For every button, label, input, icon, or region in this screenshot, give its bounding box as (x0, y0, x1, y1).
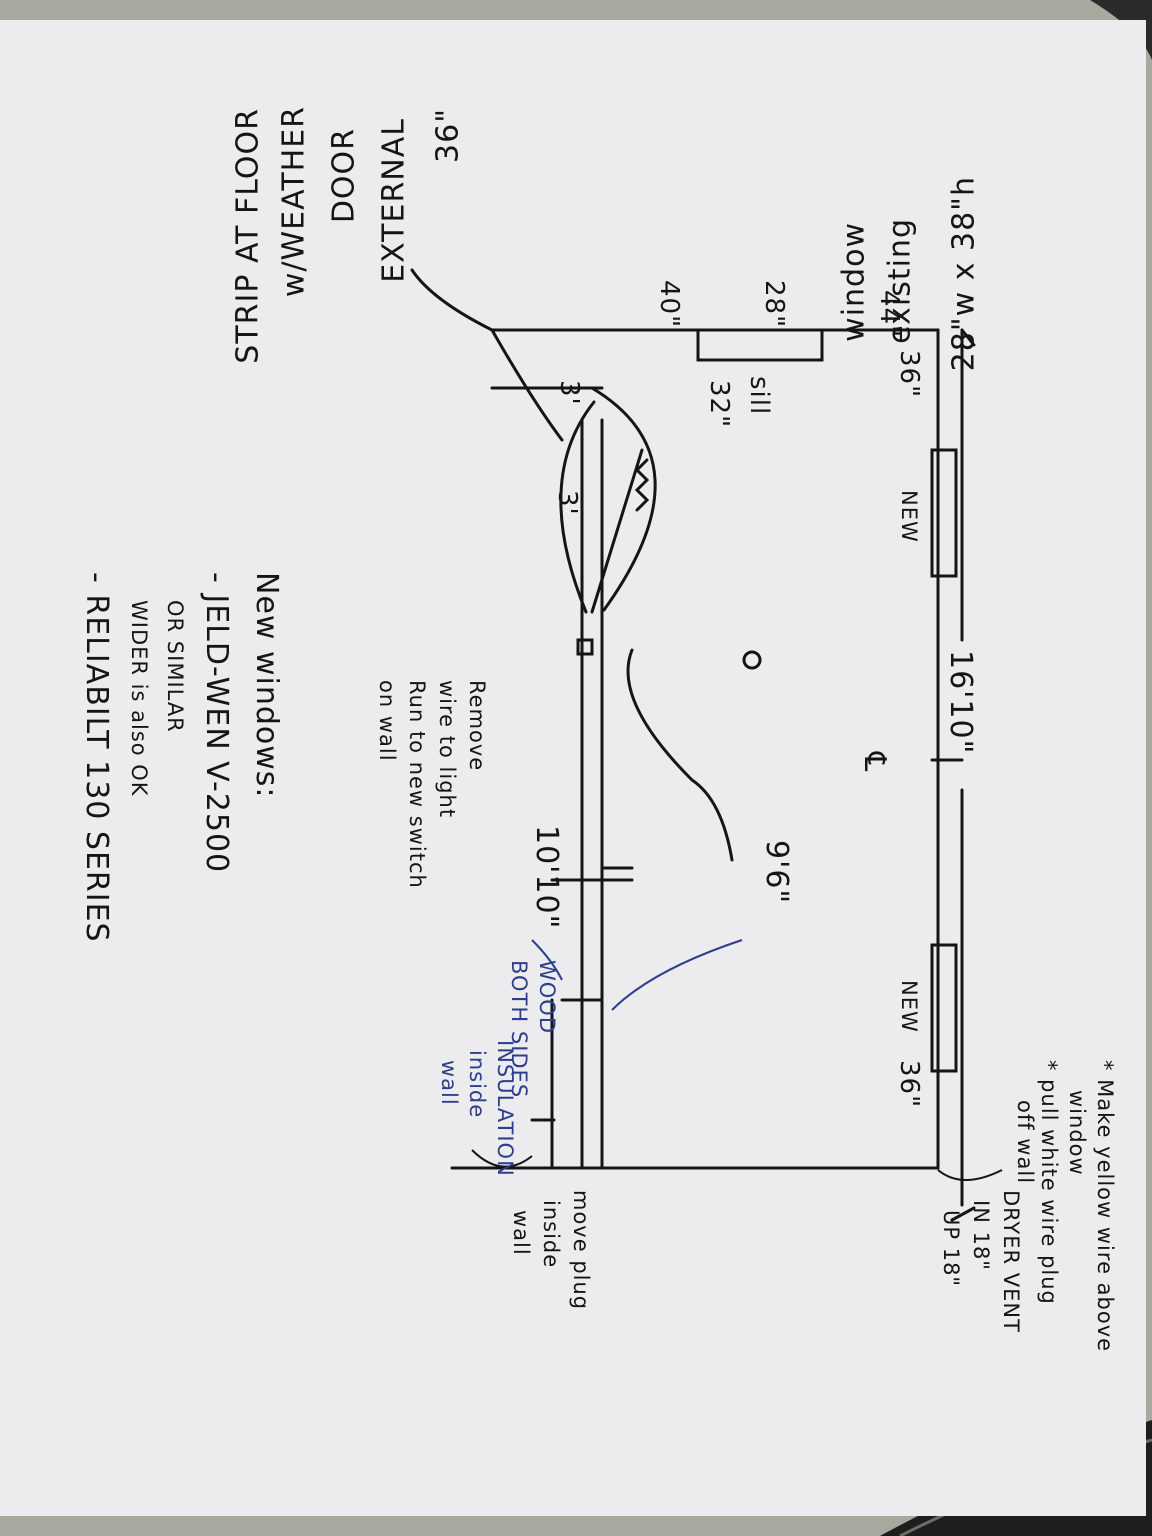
new-windows-item-1: - JELD-WEN V-2500 (199, 572, 234, 874)
wire-note-3: * pull white wire plug (1037, 1060, 1061, 1305)
door-leaf (590, 448, 644, 614)
dim-top-wall: 16'10" (943, 650, 978, 755)
wood-note-1: WOOD (535, 960, 559, 1034)
dryer-vent-2: IN 18" (969, 1200, 993, 1271)
dim-window-width: 28" (759, 280, 789, 329)
existing-window (696, 328, 824, 362)
move-plug-arrow (471, 1149, 533, 1168)
dim-door-offset: 40" (654, 280, 684, 329)
door-leader (410, 268, 564, 442)
dim-sill: sill (744, 376, 774, 416)
insulation-note-1: INSULATION (493, 1040, 517, 1177)
door-label-3: DOOR (326, 128, 362, 224)
weather-strip-hatch (634, 458, 650, 512)
paper-background (0, 20, 1146, 1516)
new-window-right (930, 943, 958, 1073)
new-windows-item-4: - RELIABILT 130 SERIES (79, 572, 114, 943)
door-label-5: STRIP AT FLOOR (230, 108, 266, 364)
remove-note-4: on wall (375, 680, 399, 762)
centerline-symbol: ℄ (857, 752, 892, 773)
top-dim-tick-right (950, 1206, 976, 1222)
door-label-4: w/WEATHER (276, 106, 312, 298)
dim-window-offset: 44" (874, 290, 904, 339)
dim-door-panel-b: 3' (552, 490, 582, 516)
switch-box (576, 638, 594, 656)
door-label-1: 36" (430, 108, 466, 163)
wire-note-4: off wall (1013, 1100, 1037, 1185)
dryer-vent-1: DRYER VENT (999, 1190, 1023, 1333)
remove-note-1: Remove (465, 680, 489, 772)
wire-note-2: window (1065, 1090, 1089, 1176)
remove-note-3: Run to new switch (405, 680, 429, 889)
top-dim-tick-left (960, 328, 976, 347)
dim-door-panel-a: 3' (554, 380, 584, 406)
dryer-vent-3: UP 18" (939, 1210, 963, 1288)
new-windows-item-2: OR SIMILAR (163, 600, 187, 733)
dim-sill-height: 32" (704, 380, 734, 429)
wire-note-1: * Make yellow wire above (1093, 1060, 1117, 1353)
dim-bottom-wall: 10'10" (529, 825, 564, 930)
existing-window-size: 28"w x 38"h (946, 176, 982, 372)
remove-note-2: wire to light (435, 680, 459, 819)
wood-leader (531, 939, 563, 981)
dim-new-window-offset-top: 36" (894, 350, 924, 399)
new-windows-item-3: WIDER is also OK (127, 600, 151, 797)
door-swing-outer (559, 400, 596, 614)
insulation-leader (611, 939, 743, 1011)
dim-new-window-offset-right: 36" (894, 1060, 924, 1109)
light-wire (626, 648, 734, 862)
door-label-2: EXTERNAL (376, 118, 412, 283)
move-plug-2: inside (539, 1200, 563, 1269)
new-window-top (930, 448, 958, 578)
dryer-arrow (937, 1169, 1003, 1181)
insulation-note-2: inside (465, 1050, 489, 1119)
new-window-top-label: NEW (897, 490, 921, 543)
new-windows-title: New windows: (249, 572, 284, 799)
insulation-note-3: wall (437, 1060, 461, 1106)
move-plug-1: move plug (569, 1190, 593, 1311)
dim-right-wall: 9'6" (759, 840, 794, 905)
new-window-right-label: NEW (897, 980, 921, 1033)
door-swing-inner (590, 386, 657, 612)
light-fixture (742, 650, 762, 670)
move-plug-3: wall (509, 1210, 533, 1256)
existing-window-label-2: window (836, 222, 872, 342)
